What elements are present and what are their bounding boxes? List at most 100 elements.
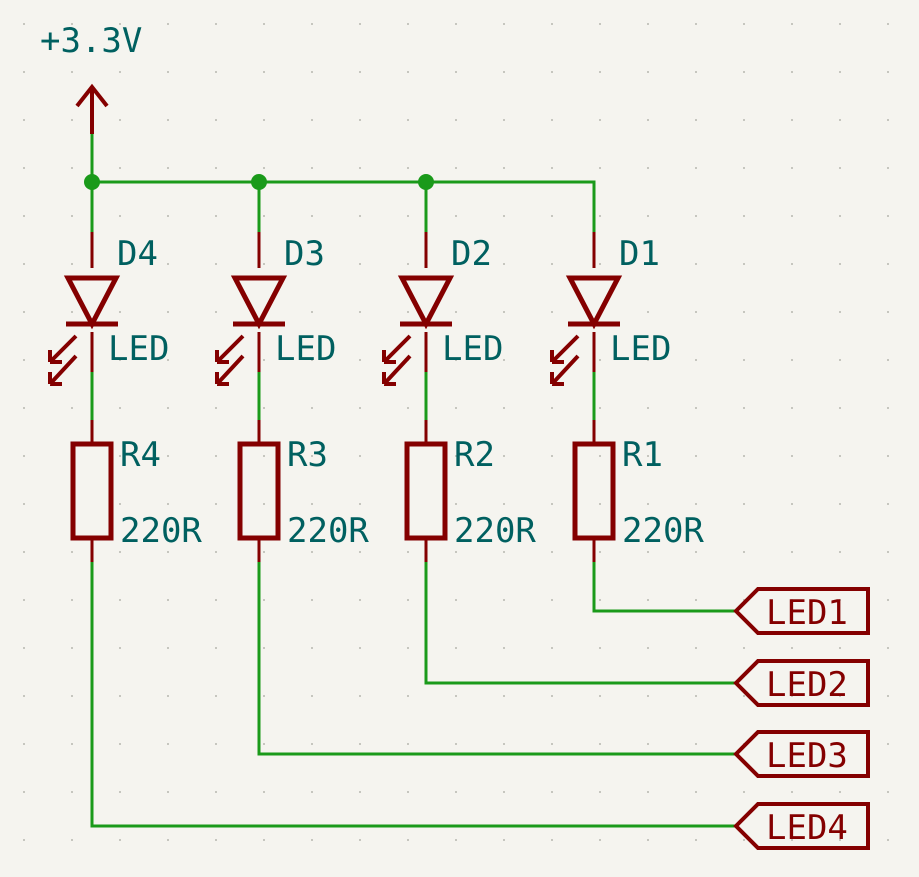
grid-dot — [503, 503, 505, 505]
channel-wire-bottom — [257, 562, 736, 756]
grid-dot — [407, 599, 409, 601]
grid-dot — [791, 839, 793, 841]
hierarchical-label-icon — [733, 730, 870, 778]
grid-dot — [407, 71, 409, 73]
grid-dot — [551, 119, 553, 121]
led-symbol[interactable]: D3 LED — [215, 232, 336, 386]
grid-dot — [407, 23, 409, 25]
net-label[interactable]: LED3 — [733, 730, 870, 778]
grid-dot — [119, 551, 121, 553]
grid-dot — [71, 647, 73, 649]
grid-dot — [695, 791, 697, 793]
grid-dot — [119, 791, 121, 793]
grid-dot — [311, 599, 313, 601]
grid-dot — [359, 311, 361, 313]
resistor-body — [237, 441, 281, 541]
grid-dot — [695, 119, 697, 121]
grid-dot — [23, 455, 25, 457]
grid-dot — [695, 71, 697, 73]
grid-dot — [167, 647, 169, 649]
grid-dot — [455, 839, 457, 841]
led-symbol[interactable]: D1 LED — [550, 232, 671, 386]
led-symbol[interactable]: D4 LED — [48, 232, 169, 386]
resistor-symbol[interactable]: R3 220R — [237, 420, 369, 562]
grid-dot — [503, 71, 505, 73]
grid-dot — [743, 71, 745, 73]
grid-dot — [71, 839, 73, 841]
led-triangle — [230, 275, 288, 330]
grid-dot — [599, 215, 601, 217]
grid-dot — [359, 503, 361, 505]
net-label[interactable]: LED2 — [733, 659, 870, 707]
grid-dot — [167, 23, 169, 25]
grid-dot — [215, 263, 217, 265]
grid-dot — [647, 71, 649, 73]
grid-dot — [695, 839, 697, 841]
grid-dot — [599, 167, 601, 169]
grid-dot — [359, 839, 361, 841]
grid-dot — [791, 599, 793, 601]
grid-dot — [167, 791, 169, 793]
grid-dot — [503, 311, 505, 313]
resistor-symbol[interactable]: R4 220R — [70, 420, 202, 562]
grid-dot — [23, 647, 25, 649]
grid-dot — [503, 359, 505, 361]
grid-dot — [71, 263, 73, 265]
grid-dot — [695, 599, 697, 601]
grid-dot — [743, 647, 745, 649]
grid-dot — [263, 839, 265, 841]
grid-dot — [407, 839, 409, 841]
resistor-symbol[interactable]: R1 220R — [572, 420, 704, 562]
resistor-symbol[interactable]: R2 220R — [404, 420, 536, 562]
grid-dot — [599, 791, 601, 793]
grid-dot — [647, 359, 649, 361]
grid-dot — [791, 695, 793, 697]
grid-dot — [359, 167, 361, 169]
grid-dot — [551, 839, 553, 841]
grid-dot — [743, 503, 745, 505]
grid-dot — [503, 743, 505, 745]
grid-dot — [407, 215, 409, 217]
grid-dot — [887, 263, 889, 265]
grid-dot — [263, 455, 265, 457]
net-label[interactable]: LED4 — [733, 802, 870, 850]
grid-dot — [359, 455, 361, 457]
led-ref: D2 — [451, 234, 492, 274]
grid-dot — [791, 743, 793, 745]
grid-dot — [503, 839, 505, 841]
grid-dot — [215, 23, 217, 25]
grid-dot — [839, 503, 841, 505]
grid-dot — [71, 71, 73, 73]
grid-dot — [455, 407, 457, 409]
grid-dot — [743, 839, 745, 841]
supply-rail-wire — [90, 134, 596, 232]
grid-dot — [743, 455, 745, 457]
grid-dot — [119, 647, 121, 649]
channel: D4 LED R4 220R LED4 — [48, 182, 870, 850]
led-value: LED — [610, 329, 671, 369]
grid-dot — [647, 551, 649, 553]
grid-dot — [23, 839, 25, 841]
grid-dot — [839, 839, 841, 841]
grid-dot — [551, 23, 553, 25]
grid-dot — [311, 647, 313, 649]
led-symbol[interactable]: D2 LED — [382, 232, 503, 386]
grid-dot — [551, 647, 553, 649]
grid-dot — [71, 551, 73, 553]
grid-dot — [887, 695, 889, 697]
grid-dot — [599, 503, 601, 505]
grid-dot — [359, 119, 361, 121]
grid-dot — [791, 215, 793, 217]
channel-wire-bottom — [592, 562, 736, 613]
grid-dot — [743, 695, 745, 697]
grid-dot — [791, 71, 793, 73]
grid-dot — [167, 167, 169, 169]
grid-dot — [695, 695, 697, 697]
grid-dot — [551, 407, 553, 409]
power-symbol[interactable]: +3.3V — [40, 21, 142, 134]
grid-dot — [503, 455, 505, 457]
net-label[interactable]: LED1 — [733, 587, 870, 635]
grid-dot — [503, 167, 505, 169]
grid-dot — [551, 599, 553, 601]
grid-dot — [791, 791, 793, 793]
